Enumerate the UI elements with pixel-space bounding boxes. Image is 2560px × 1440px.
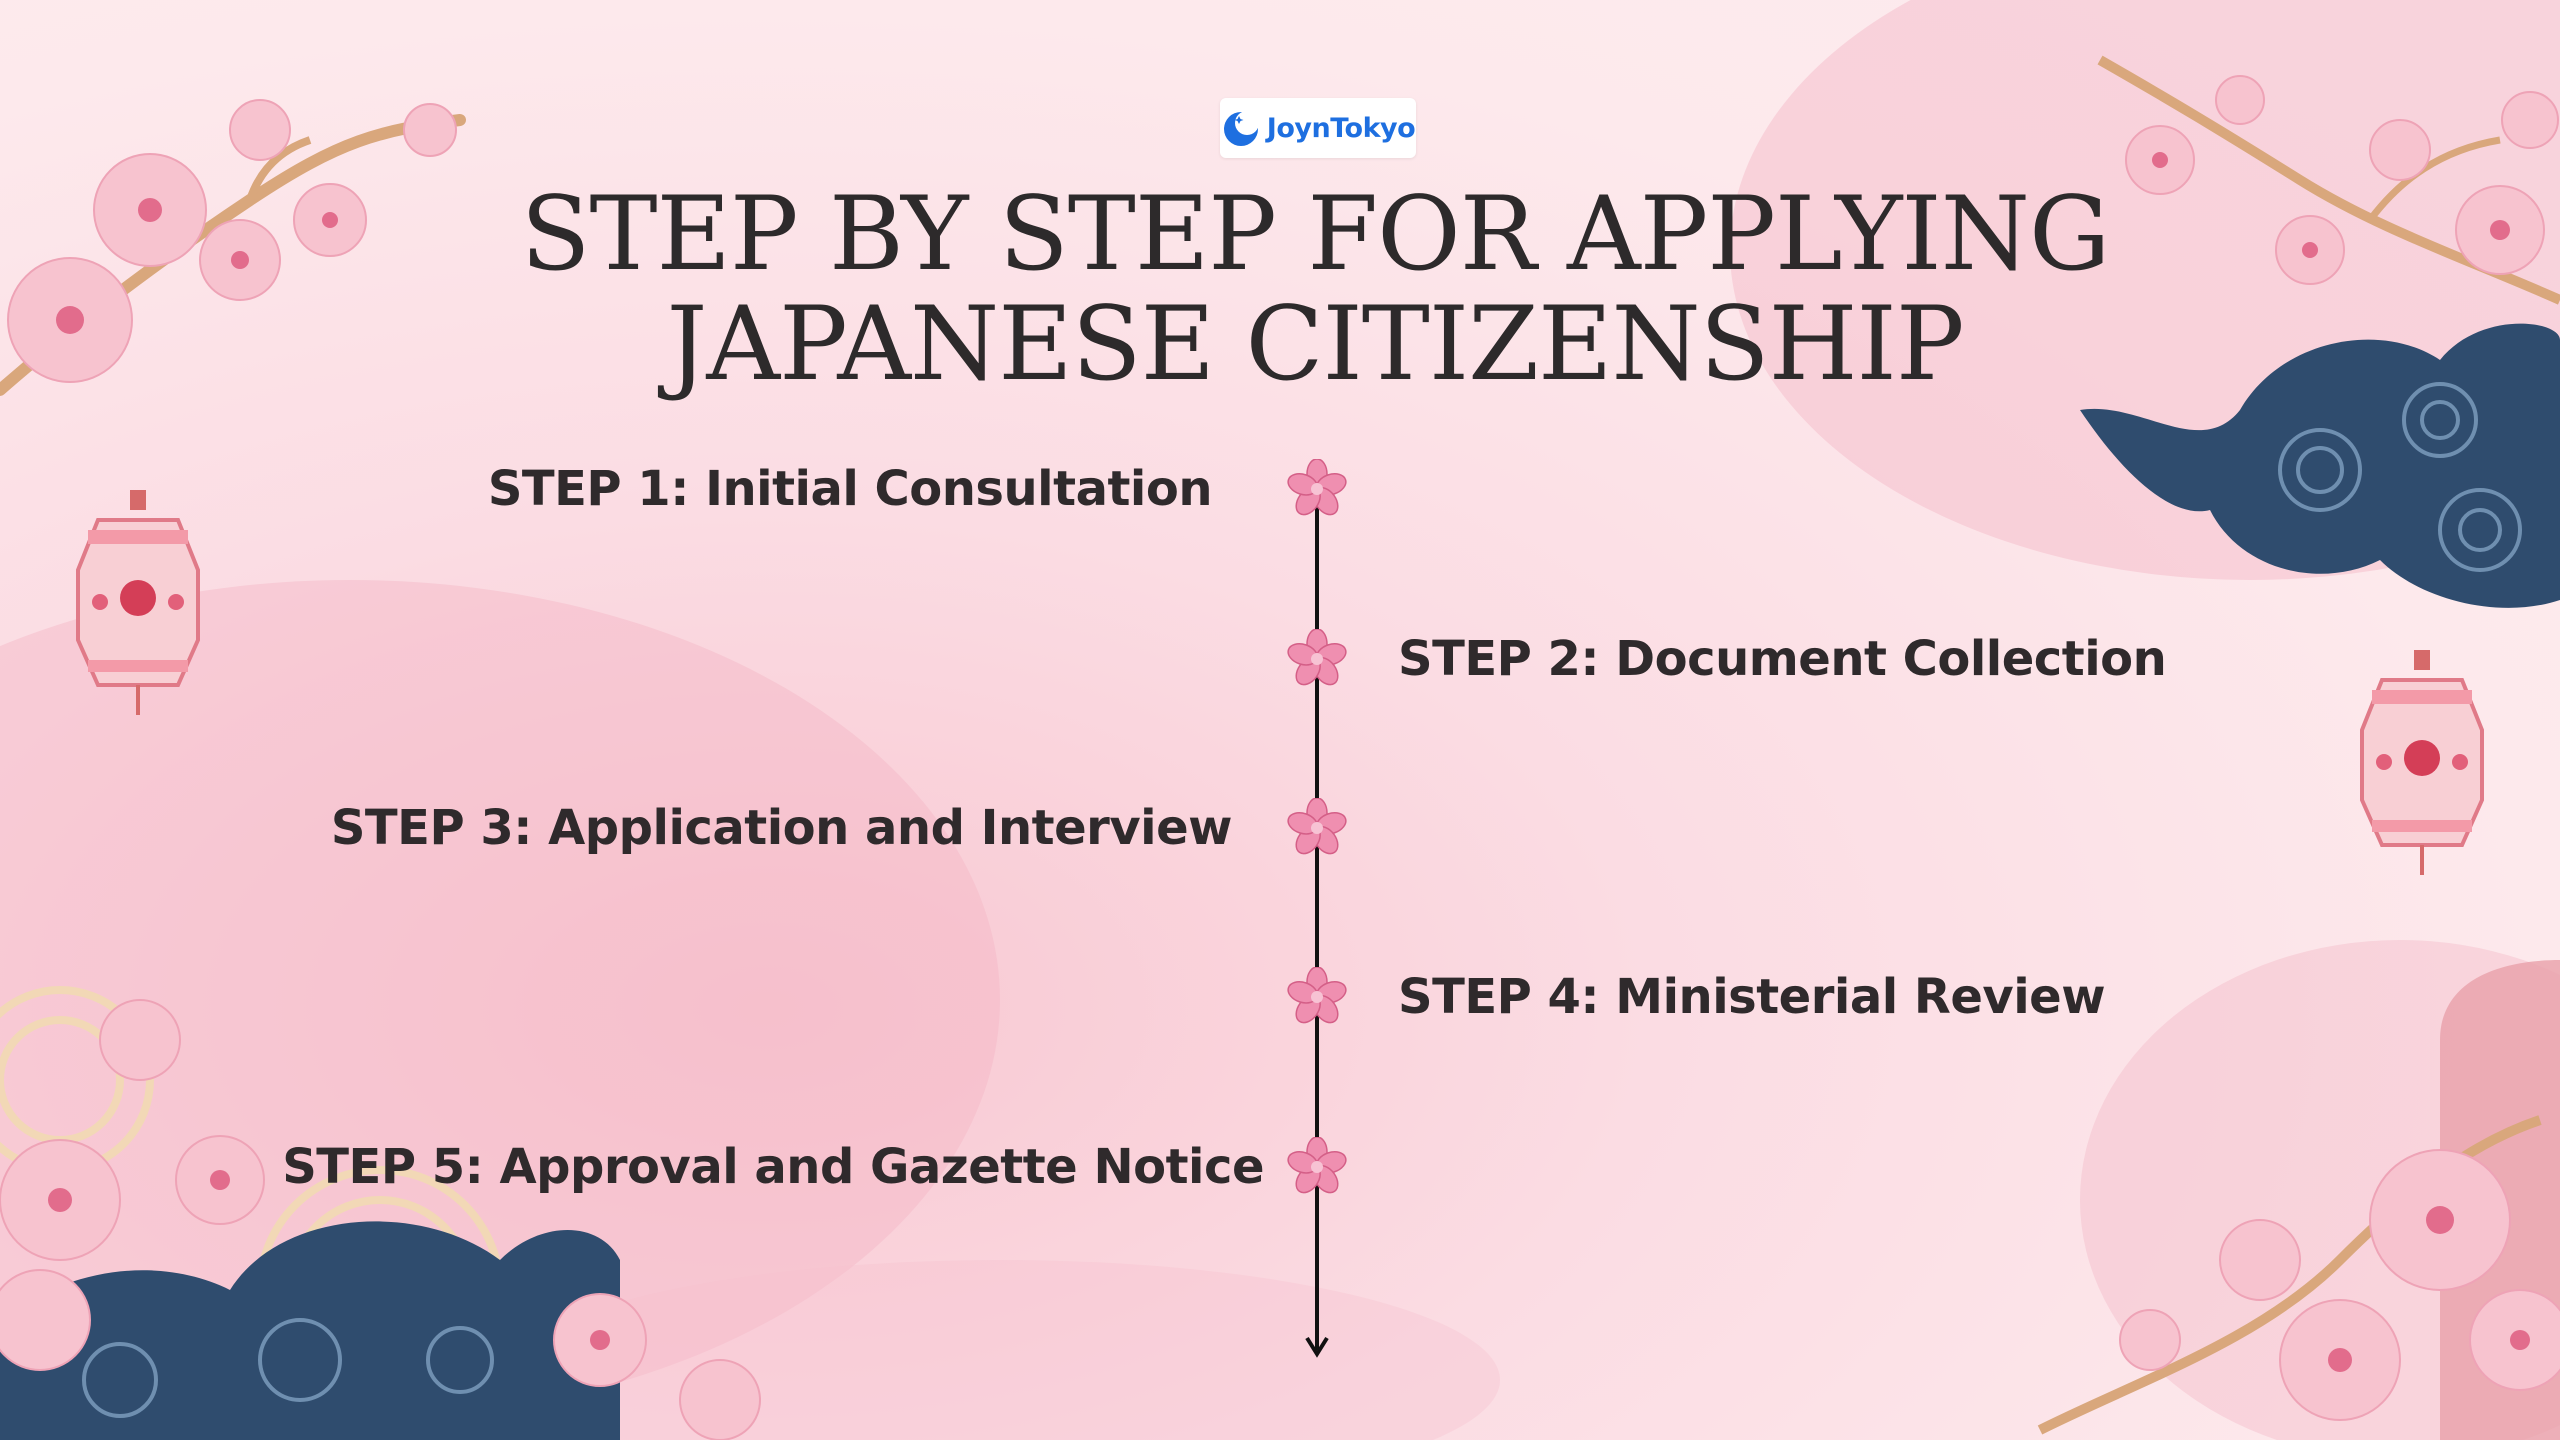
step-3-marker-sakura-icon [1287, 798, 1347, 855]
step-1-label: STEP 1: Initial Consultation [487, 461, 1213, 517]
step-5-marker-sakura-icon [1287, 1137, 1347, 1194]
step-3-label: STEP 3: Application and Interview [330, 800, 1233, 856]
cherry-blossom-branch-top-left [0, 99, 466, 396]
step-2-label: STEP 2: Document Collection [1398, 631, 2167, 687]
title-line-1: STEP BY STEP FOR APPLYING [520, 175, 2111, 294]
crescent-star-icon [1223, 111, 1259, 146]
page-title: STEP BY STEP FOR APPLYING JAPANESE CITIZ… [480, 180, 2150, 400]
cherry-blossom-wave-bottom-left [0, 986, 761, 1440]
title-line-2: JAPANESE CITIZENSHIP [666, 285, 1965, 404]
lantern-right-icon [2360, 650, 2484, 875]
step-4-marker-sakura-icon [1287, 967, 1347, 1024]
timeline-arrow-icon [1305, 1336, 1329, 1358]
logo-text: JoynTokyo [1266, 112, 1416, 144]
lantern-left-icon [76, 490, 200, 715]
wave-cloud-top-right [2080, 323, 2560, 608]
joyntokyo-logo: JoynTokyo [1220, 98, 1416, 158]
step-4-label: STEP 4: Ministerial Review [1398, 969, 2106, 1025]
timeline-line [1305, 490, 1329, 1358]
step-1-marker-sakura-icon [1287, 459, 1347, 516]
step-2-marker-sakura-icon [1287, 629, 1347, 686]
cherry-blossom-branch-bottom-right [2037, 960, 2560, 1440]
cherry-blossom-branch-top-right [2097, 55, 2560, 305]
step-5-label: STEP 5: Approval and Gazette Notice [282, 1139, 1264, 1195]
